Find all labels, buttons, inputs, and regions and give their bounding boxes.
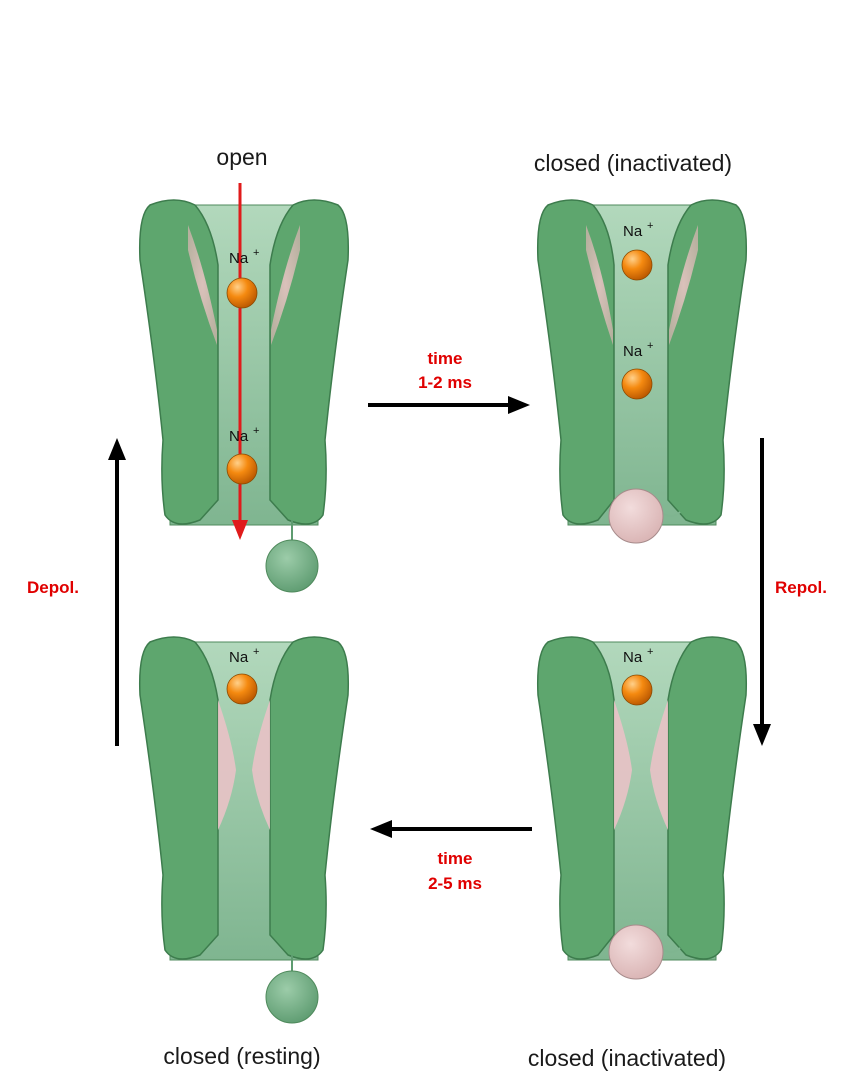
state-label-resting: closed (resting) [163,1043,320,1069]
ion-label: Na [229,250,249,267]
repol-label: Repol. [775,578,827,597]
channel-subunit-right [270,637,348,959]
arrow-head [370,820,392,838]
arrow-head [753,724,771,746]
channel-inactivated-state-bottom: Na + closed (inactivated) [528,637,746,1071]
ion-label: Na [623,223,643,240]
inactivation-gate-ball [266,971,318,1023]
inactivation-gate-ball-plugged [609,489,663,543]
channel-inactivated-state-top: Na + Na + closed (inactivated) [534,150,746,543]
transition-repolarization: Repol. [753,438,827,746]
channel-resting-state: Na + closed (resting) [140,637,349,1069]
transition-duration-label: 2-5 ms [428,874,482,893]
channel-open-state: Na + Na + open [140,144,349,592]
channel-subunit-left [538,637,614,959]
state-label-inactivated-top: closed (inactivated) [534,150,732,176]
transition-inactivated-to-resting: time 2-5 ms [370,820,532,893]
sodium-ion [622,369,652,399]
ion-charge: + [647,340,653,352]
ion-label: Na [229,428,249,445]
ion-flow-arrowhead [232,520,248,540]
channel-subunit-right [270,200,348,524]
ion-label: Na [623,343,643,360]
state-label-open: open [216,144,267,170]
ion-charge: + [253,646,259,658]
arrow-head [508,396,530,414]
sodium-ion [227,674,257,704]
sodium-ion [227,278,257,308]
channel-subunit-left [538,200,614,524]
channel-subunit-right [668,200,746,524]
channel-subunit-left [140,637,218,959]
channel-subunit-left [140,200,218,524]
state-label-inactivated-bottom: closed (inactivated) [528,1045,726,1071]
channel-subunit-right [668,637,746,959]
transition-time-label: time [428,349,463,368]
ion-label: Na [229,649,249,666]
depol-label: Depol. [27,578,79,597]
ion-charge: + [253,247,259,259]
transition-duration-label: 1-2 ms [418,373,472,392]
inactivation-gate-ball-plugged [609,925,663,979]
ion-charge: + [647,220,653,232]
ion-charge: + [253,425,259,437]
inactivation-gate-ball [266,540,318,592]
transition-depolarization: Depol. [27,438,126,746]
ion-label: Na [623,649,643,666]
transition-time-label: time [438,849,473,868]
transition-open-to-inactivated: time 1-2 ms [368,349,530,414]
sodium-ion [622,675,652,705]
ion-charge: + [647,646,653,658]
sodium-ion [227,454,257,484]
arrow-head [108,438,126,460]
sodium-ion [622,250,652,280]
